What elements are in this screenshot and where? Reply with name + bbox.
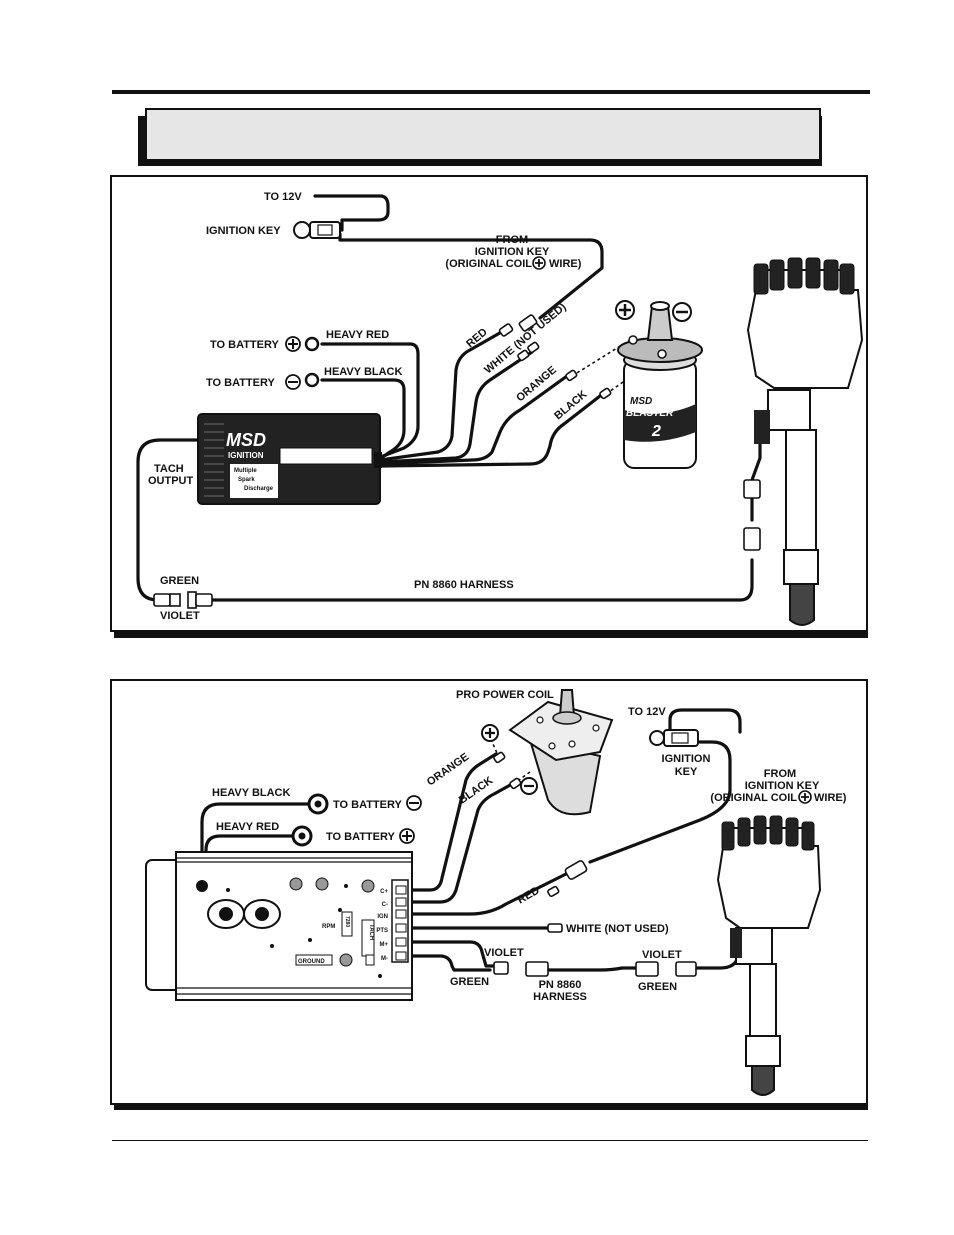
label-pn-8860: PN 8860 — [539, 979, 582, 991]
terminal-c-neg: C- — [382, 902, 388, 908]
label-white-not-used-2: WHITE (NOT USED) — [566, 923, 669, 935]
box-text-multiple: Multiple — [234, 468, 257, 474]
distributor — [746, 257, 864, 626]
battery-ring-terminal-pos — [304, 336, 320, 352]
label-harness: PN 8860 HARNESS — [414, 579, 514, 591]
battery-ring-terminal-neg-2 — [307, 793, 329, 815]
terminal-ign: IGN — [377, 914, 388, 920]
label-original-coil: (ORIGINAL COIL — [445, 258, 532, 270]
label-output: OUTPUT — [148, 475, 194, 487]
plus-icon — [285, 336, 301, 352]
label-violet-2b: VIOLET — [642, 949, 682, 961]
label-green-2a: GREEN — [450, 976, 489, 988]
terminal-m-neg: M- — [381, 956, 388, 962]
coil-minus-icon-2 — [520, 777, 538, 795]
label-from: FROM — [496, 234, 528, 246]
label-violet-2a: VIOLET — [484, 947, 524, 959]
label-wire: WIRE) — [549, 258, 582, 270]
coil-minus-icon — [672, 302, 692, 322]
label-heavy-red-2: HEAVY RED — [216, 821, 279, 833]
coil-logo-blaster: BLASTER — [626, 408, 674, 419]
label-tach: TACH — [154, 463, 184, 475]
top-rule — [112, 90, 870, 94]
label-ignition-key-from-2: IGNITION KEY — [745, 780, 820, 792]
diagram-2-wires — [200, 708, 742, 972]
battery-ring-terminal-pos-2 — [291, 825, 313, 847]
label-to-battery-neg-2: TO BATTERY — [333, 799, 403, 811]
title-banner — [145, 108, 821, 161]
label-ignition: IGNITION — [662, 753, 711, 765]
wire-connectors — [153, 314, 761, 609]
label-from-2: FROM — [764, 768, 796, 780]
wire-connectors-2 — [493, 751, 697, 977]
msd-ignition-text: IGNITION — [228, 451, 264, 460]
label-to-battery-neg: TO BATTERY — [206, 377, 276, 389]
label-heavy-black: HEAVY BLACK — [324, 366, 402, 378]
label-pro-power-coil: PRO POWER COIL — [456, 689, 554, 701]
minus-icon — [406, 795, 422, 811]
diagram-1-wires — [136, 194, 762, 602]
label-rpm-module: 7280 — [344, 916, 350, 927]
ignition-key-icon-2 — [649, 729, 699, 747]
plus-icon — [399, 828, 415, 844]
label-heavy-black-2: HEAVY BLACK — [212, 787, 290, 799]
distributor-2 — [716, 815, 822, 1096]
label-harness-2: HARNESS — [533, 991, 587, 1003]
pro-power-coil — [508, 689, 614, 816]
label-original-coil-2: (ORIGINAL COIL — [710, 792, 797, 804]
label-to-battery-pos: TO BATTERY — [210, 339, 280, 351]
bottom-rule — [112, 1140, 868, 1141]
label-green: GREEN — [160, 575, 199, 587]
terminal-c-pos: C+ — [380, 889, 388, 895]
label-ignition-key: IGNITION KEY — [206, 225, 281, 237]
coil-logo-msd: MSD — [630, 396, 652, 407]
label-green-2b: GREEN — [638, 981, 677, 993]
label-heavy-red: HEAVY RED — [326, 329, 389, 341]
coil-logo-2: 2 — [651, 423, 661, 440]
msd-ignition-box — [197, 413, 382, 505]
label-ignition-key-from: IGNITION KEY — [475, 246, 550, 258]
box-text-discharge: Discharge — [244, 486, 274, 492]
plus-icon — [532, 256, 546, 270]
diagram-1-frame — [110, 175, 868, 632]
ignition-key-icon — [293, 221, 341, 239]
box-text-spark: Spark — [238, 477, 255, 483]
blaster-coil — [617, 301, 703, 469]
msd-logo: MSD — [226, 430, 266, 450]
label-tach-2: TACH — [368, 924, 374, 940]
battery-ring-terminal-neg — [304, 372, 320, 388]
label-to-battery-pos-2: TO BATTERY — [326, 831, 396, 843]
minus-icon — [285, 374, 301, 390]
label-to-12v-2: TO 12V — [628, 706, 666, 718]
label-ground: GROUND — [298, 959, 325, 965]
coil-plus-icon — [615, 300, 635, 320]
label-rpm: RPM — [322, 924, 335, 930]
label-violet: VIOLET — [160, 610, 200, 622]
label-key: KEY — [675, 766, 698, 778]
label-to-12v: TO 12V — [264, 191, 302, 203]
terminal-pts: PTS — [376, 928, 388, 934]
ignition-box-2 — [145, 851, 413, 1001]
plus-icon — [798, 790, 812, 804]
coil-plus-icon-2 — [481, 724, 499, 742]
label-wire-2: WIRE) — [814, 792, 847, 804]
terminal-m-pos: M+ — [379, 942, 388, 948]
